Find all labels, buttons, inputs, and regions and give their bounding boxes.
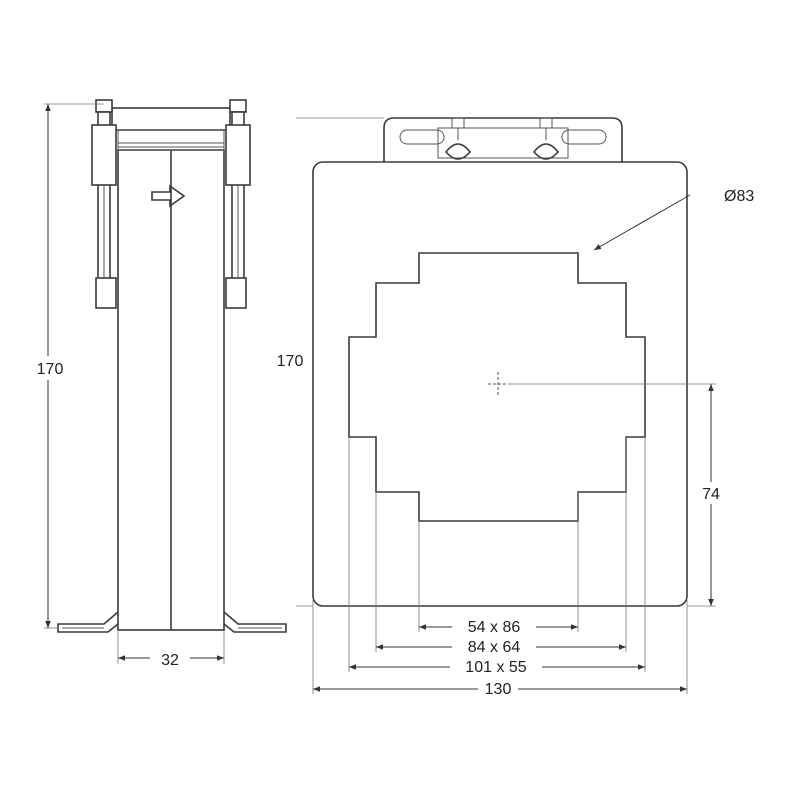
diameter-leader bbox=[593, 194, 691, 251]
front-top-bracket bbox=[383, 117, 623, 165]
front-bracket-bar bbox=[437, 127, 569, 159]
front-bracket-slot-right bbox=[561, 129, 607, 145]
overall-width-label-bg bbox=[478, 677, 518, 697]
side-left-bolt-head bbox=[95, 99, 113, 113]
front-height-label: 170 bbox=[277, 353, 304, 370]
terminal-right bbox=[532, 117, 560, 160]
diameter-label: Ø83 bbox=[724, 188, 754, 205]
side-left-nut bbox=[95, 277, 117, 309]
center-height-label: 74 bbox=[702, 486, 720, 503]
side-right-nut bbox=[225, 277, 247, 309]
side-height-label: 170 bbox=[37, 361, 64, 378]
front-height-label-bg bbox=[270, 348, 310, 372]
side-left-clamp bbox=[91, 124, 117, 186]
front-bracket-slot-left bbox=[399, 129, 445, 145]
window-size-label-1: 54 x 86 bbox=[468, 619, 521, 636]
window-label-3-bg bbox=[450, 655, 542, 675]
side-right-bolt-head bbox=[229, 99, 247, 113]
overall-width-label: 130 bbox=[485, 681, 512, 698]
side-height-label-bg bbox=[24, 356, 74, 380]
side-top-bar-inner bbox=[117, 129, 225, 151]
window-size-label-3: 101 x 55 bbox=[465, 659, 526, 676]
side-view: 170 32 bbox=[24, 99, 287, 669]
direction-arrow-icon bbox=[151, 184, 186, 208]
window-size-label-2: 84 x 64 bbox=[468, 639, 521, 656]
side-width-label: 32 bbox=[161, 652, 179, 669]
side-top-bar bbox=[111, 107, 231, 131]
window-label-2-bg bbox=[452, 635, 536, 655]
side-right-clamp bbox=[225, 124, 251, 186]
side-left-foot bbox=[57, 611, 119, 633]
center-height-label-bg bbox=[698, 482, 724, 504]
terminal-left bbox=[444, 117, 472, 160]
front-view: Ø83 170 74 54 x 86 84 x 64 101 x 55 bbox=[270, 117, 754, 698]
side-right-foot bbox=[223, 611, 287, 633]
side-width-label-bg bbox=[150, 648, 190, 668]
window-label-1-bg bbox=[452, 615, 536, 635]
